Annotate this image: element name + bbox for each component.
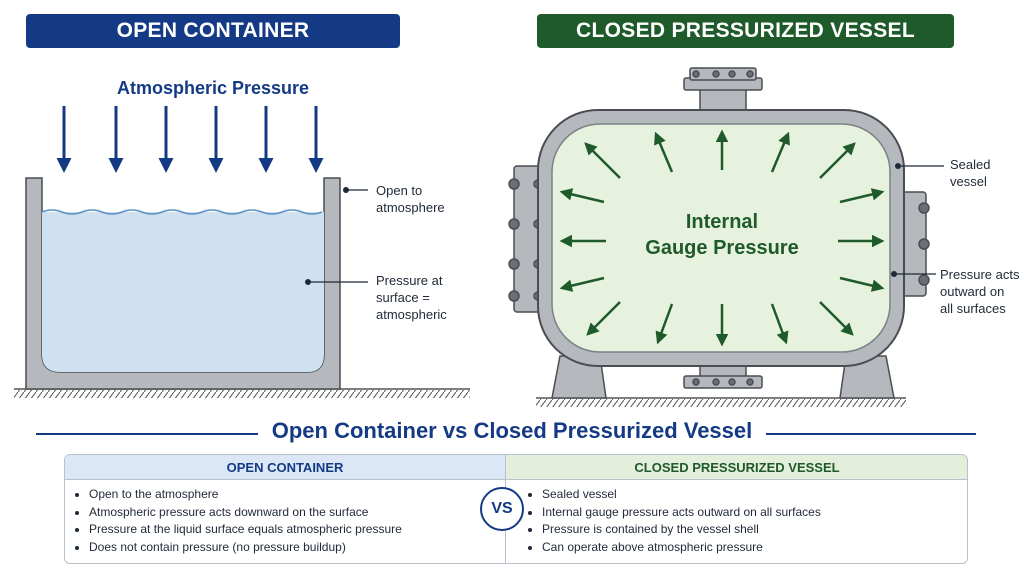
title-rule-left [36, 433, 258, 435]
list-item: Open to the atmosphere [89, 486, 505, 504]
open-container-banner: OPEN CONTAINER [26, 14, 400, 48]
list-item: Atmospheric pressure acts downward on th… [89, 504, 505, 522]
title-rule-right [766, 433, 976, 435]
water-surface [41, 209, 323, 215]
callout-sealed-vessel: Sealed vessel [950, 157, 991, 189]
list-item: Can operate above atmospheric pressure [542, 539, 967, 557]
open-container-header: OPEN CONTAINER [65, 455, 505, 480]
closed-vessel-column: CLOSED PRESSURIZED VESSEL Sealed vessel … [505, 455, 967, 563]
vessel-interior [551, 123, 891, 353]
list-item: Pressure is contained by the vessel shel… [542, 521, 967, 539]
callout-dot-open [343, 187, 349, 193]
closed-vessel-header: CLOSED PRESSURIZED VESSEL [506, 455, 967, 480]
atmospheric-pressure-arrows [56, 106, 324, 173]
internal-pressure-arrows [559, 129, 885, 347]
closed-vessel-banner: CLOSED PRESSURIZED VESSEL [537, 14, 954, 48]
list-item: Pressure at the liquid surface equals at… [89, 521, 505, 539]
closed-vessel-list: Sealed vessel Internal gauge pressure ac… [506, 486, 967, 557]
comparison-table: OPEN CONTAINER Open to the atmosphere At… [64, 454, 968, 564]
list-item: Does not contain pressure (no pressure b… [89, 539, 505, 557]
open-container-column: OPEN CONTAINER Open to the atmosphere At… [65, 455, 505, 563]
atmospheric-pressure-label: Atmospheric Pressure [117, 78, 309, 98]
callout-dot-outward [891, 271, 897, 277]
list-item: Sealed vessel [542, 486, 967, 504]
callout-open-to-atmosphere: Open to atmosphere [376, 183, 445, 215]
top-nozzle [683, 67, 763, 115]
ground-hatch-right [536, 399, 906, 407]
vs-badge: VS [480, 487, 524, 531]
open-container-list: Open to the atmosphere Atmospheric press… [65, 486, 505, 556]
callout-dot-sealed [895, 163, 901, 169]
comparison-title: Open Container vs Closed Pressurized Ves… [271, 418, 753, 443]
ground-hatch-left [14, 390, 470, 398]
internal-pressure-label-1: Internal [686, 211, 758, 233]
callout-pressure-outward: Pressure acts outward on all surfaces [940, 267, 1020, 316]
callout-pressure-at-surface: Pressure at surface = atmospheric [376, 273, 447, 322]
water-body [42, 212, 324, 372]
callout-dot-surface [305, 279, 311, 285]
internal-pressure-label-2: Gauge Pressure [645, 237, 798, 259]
list-item: Internal gauge pressure acts outward on … [542, 504, 967, 522]
